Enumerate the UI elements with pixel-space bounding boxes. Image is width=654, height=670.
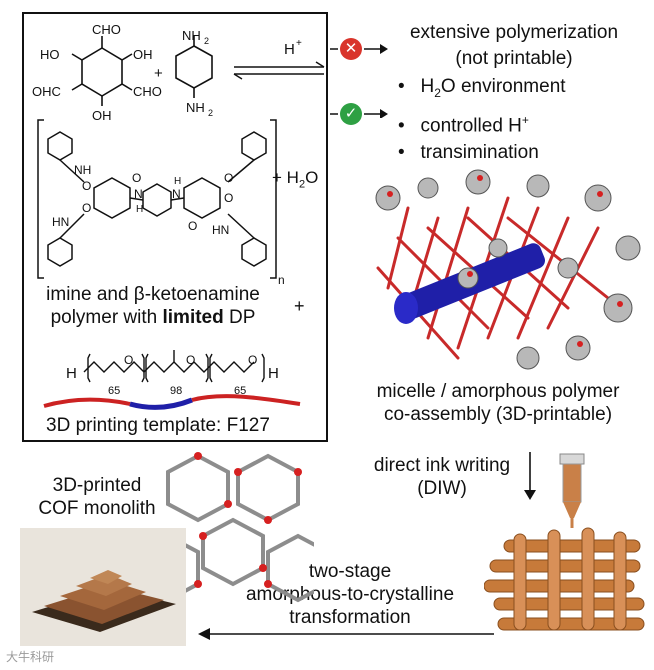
equilibrium-arrows: [233, 61, 325, 80]
outcome-arrows: [330, 44, 388, 118]
amine-top-sub: 2: [204, 36, 209, 46]
polymer-o-5: O: [224, 191, 233, 205]
outcome-good-list: • H2O environment • controlled H+ • tran…: [398, 73, 566, 166]
byproduct-water: + H2O: [272, 168, 319, 191]
polymer-caption: imine and β-ketoenamine polymer with lim…: [46, 284, 260, 328]
group-ohc-left: OHC: [32, 84, 61, 99]
polymer-n-subscript: n: [278, 273, 285, 287]
outcome-bad: extensive polymerization (not printable): [409, 22, 619, 69]
f127-o-1: O: [124, 353, 133, 367]
catalyst-label: H: [284, 41, 295, 58]
outcome-bullet-transimination: • transimination: [398, 142, 539, 164]
polymer-n-1: N: [134, 187, 143, 201]
micelle-shell: [376, 196, 610, 360]
f127-blue-segment: [129, 397, 193, 410]
polymer-h-1: H: [136, 204, 143, 215]
amine-top: NH: [182, 28, 201, 43]
outcome-bullet-water: • H2O environment: [398, 76, 566, 100]
monolith-photo: [20, 528, 186, 646]
trialdehyde-molecule: [71, 36, 133, 106]
diamine-molecule: [175, 36, 213, 98]
group-cho-top: CHO: [92, 22, 121, 37]
f127-red-segment-right: [191, 394, 301, 406]
group-oh-right: OH: [133, 47, 153, 62]
polymer-n-2: N: [172, 187, 181, 201]
polymer-hn-1: HN: [52, 215, 69, 229]
diw-arrow: [524, 452, 536, 500]
f127-sub-65a: 65: [108, 385, 120, 397]
f127-h-right: H: [268, 365, 279, 382]
syringe-icon: [559, 453, 585, 528]
f127-h-left: H: [66, 365, 77, 382]
template-caption: 3D printing template: F127: [46, 415, 270, 436]
reaction-panel: [22, 12, 328, 442]
x-mark-icon: ✕: [340, 38, 362, 60]
f127-o-2: O: [186, 353, 195, 367]
printed-lattice: [484, 527, 645, 631]
polymer-clusters: [375, 169, 641, 370]
polymer-nh-1: NH: [74, 163, 91, 177]
polymer-hn-2: HN: [212, 223, 229, 237]
f127-red-segment-left: [43, 397, 131, 408]
reaction-scheme: CHO HO OH OHC CHO OH + NH 2 NH 2 H +: [32, 22, 325, 410]
amine-bottom-sub: 2: [208, 108, 213, 118]
f127-structure: [83, 350, 265, 383]
polymer-o-4: O: [224, 171, 233, 185]
plus-sign-1: +: [154, 65, 163, 82]
monolith-pyramid: [32, 570, 176, 632]
polymer-o-1: O: [82, 179, 91, 193]
f127-sub-65b: 65: [234, 385, 246, 397]
micelle-caption: micelle / amorphous polymer co-assembly …: [376, 381, 620, 425]
group-cho-right: CHO: [133, 84, 162, 99]
outcome-bullet-acid: • controlled H+: [398, 112, 529, 137]
watermark: 大牛科研: [6, 650, 55, 664]
micelle-illustration: [375, 169, 641, 370]
amine-bottom: NH: [186, 100, 205, 115]
f127-sub-98: 98: [170, 385, 182, 397]
check-mark-icon: ✓: [340, 103, 362, 125]
polymer-o-6: O: [188, 219, 197, 233]
polymer-h-2: H: [174, 176, 181, 187]
group-ho-left: HO: [40, 47, 60, 62]
plus-sign-2: +: [294, 296, 305, 316]
group-oh-bottom: OH: [92, 108, 112, 123]
diw-caption: direct ink writing (DIW): [373, 455, 511, 499]
catalyst-sup: +: [296, 38, 302, 49]
f127-o-3: O: [248, 353, 257, 367]
monolith-caption: 3D-printed COF monolith: [38, 475, 156, 519]
polymer-o-3: O: [82, 201, 91, 215]
polymer-structure: [37, 119, 277, 279]
transformation-arrow: [198, 628, 494, 640]
polymer-o-2: O: [132, 171, 141, 185]
